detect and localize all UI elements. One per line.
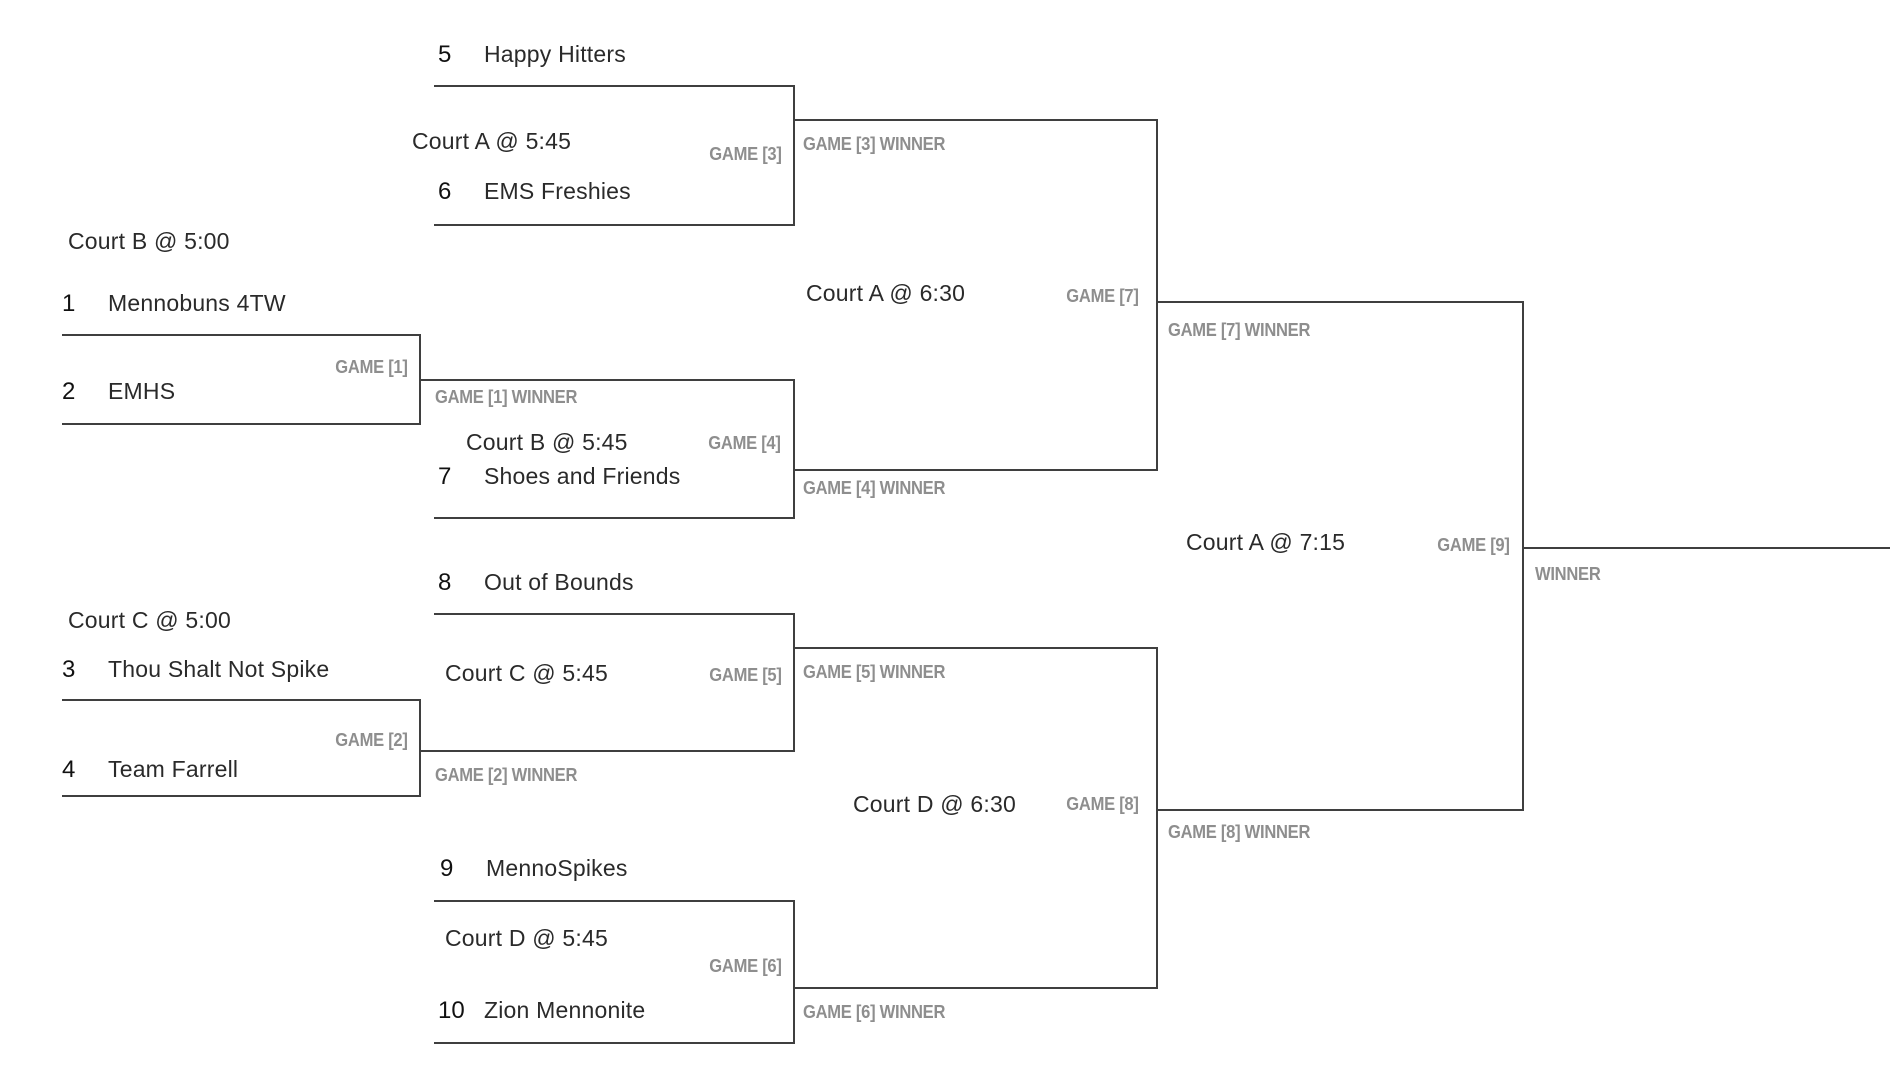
game-label-2: GAME [2] <box>335 730 409 750</box>
seed-number: 6 <box>438 178 452 205</box>
court-label-game-5: Court C @ 5:45 <box>445 660 608 686</box>
winner-label-game-5: GAME [5] WINNER <box>803 662 946 682</box>
game-2-connector <box>419 699 421 797</box>
game-7-winner-line <box>1156 301 1524 303</box>
game-6-top-line <box>434 900 795 902</box>
team-entry-2: 2 EMHS <box>62 380 175 404</box>
game-3-bottom-line <box>434 224 795 226</box>
game-6-winner-line <box>793 987 1158 989</box>
game-label-1: GAME [1] <box>335 357 409 377</box>
game-8-connector <box>1156 647 1158 989</box>
team-name: Zion Mennonite <box>484 997 646 1023</box>
team-entry-6: 6 EMS Freshies <box>438 180 631 204</box>
game-8-winner-line <box>1156 809 1524 811</box>
game-1-bottom-line <box>62 423 421 425</box>
game-4-winner-line <box>793 469 1158 471</box>
winner-label-game-8: GAME [8] WINNER <box>1168 822 1311 842</box>
team-name: Thou Shalt Not Spike <box>108 656 330 682</box>
team-name: Team Farrell <box>108 756 239 782</box>
winner-label-game-3: GAME [3] WINNER <box>803 134 946 154</box>
seed-number: 3 <box>62 656 76 683</box>
team-entry-1: 1 Mennobuns 4TW <box>62 292 286 316</box>
winner-label-game-1: GAME [1] WINNER <box>435 387 578 407</box>
game-2-winner-line <box>419 750 795 752</box>
game-6-connector <box>793 900 795 1044</box>
game-label-8: GAME [8] <box>1066 794 1140 814</box>
team-name: Out of Bounds <box>484 569 634 595</box>
court-label-game-3: Court A @ 5:45 <box>412 128 572 154</box>
champion-line <box>1522 547 1890 549</box>
team-entry-9: 9 MennoSpikes <box>440 857 628 881</box>
seed-number: 7 <box>438 463 452 490</box>
court-label-game-8: Court D @ 6:30 <box>853 791 1016 817</box>
game-3-winner-line <box>793 119 1158 121</box>
seed-number: 2 <box>62 378 76 405</box>
game-1-top-line <box>62 334 421 336</box>
seed-number: 8 <box>438 569 452 596</box>
winner-label-game-7: GAME [7] WINNER <box>1168 320 1311 340</box>
game-label-9: GAME [9] <box>1437 535 1511 555</box>
game-label-5: GAME [5] <box>709 665 783 685</box>
game-4-connector <box>793 379 795 519</box>
game-5-winner-line <box>793 647 1158 649</box>
game-label-4: GAME [4] <box>708 433 782 453</box>
game-3-top-line <box>434 85 795 87</box>
game-2-top-line <box>62 699 421 701</box>
game-label-7: GAME [7] <box>1066 286 1140 306</box>
winner-label-game-2: GAME [2] WINNER <box>435 765 578 785</box>
team-name: EMS Freshies <box>484 178 631 204</box>
team-entry-5: 5 Happy Hitters <box>438 43 626 67</box>
team-name: Mennobuns 4TW <box>108 290 286 316</box>
court-label-game-6: Court D @ 5:45 <box>445 925 608 951</box>
game-2-bottom-line <box>62 795 421 797</box>
team-entry-3: 3 Thou Shalt Not Spike <box>62 658 329 682</box>
seed-number: 5 <box>438 41 452 68</box>
game-6-bottom-line <box>434 1042 795 1044</box>
seed-number: 4 <box>62 756 76 783</box>
court-label-game-4: Court B @ 5:45 <box>466 429 628 455</box>
game-5-connector <box>793 613 795 752</box>
game-label-6: GAME [6] <box>709 956 783 976</box>
team-entry-7: 7 Shoes and Friends <box>438 465 680 489</box>
team-entry-8: 8 Out of Bounds <box>438 571 634 595</box>
seed-number: 9 <box>440 855 454 882</box>
team-name: Happy Hitters <box>484 41 626 67</box>
game-3-connector <box>793 85 795 226</box>
court-label-game-1: Court B @ 5:00 <box>68 228 230 254</box>
team-name: MennoSpikes <box>486 855 628 881</box>
winner-label-game-6: GAME [6] WINNER <box>803 1002 946 1022</box>
game-4-bottom-line <box>434 517 795 519</box>
team-name: Shoes and Friends <box>484 463 681 489</box>
game-7-connector <box>1156 119 1158 471</box>
seed-number: 10 <box>438 997 465 1024</box>
game-5-top-line <box>434 613 795 615</box>
game-label-3: GAME [3] <box>709 144 783 164</box>
team-name: EMHS <box>108 378 176 404</box>
champion-winner-label: WINNER <box>1535 564 1601 584</box>
court-label-game-7: Court A @ 6:30 <box>806 280 966 306</box>
seed-number: 1 <box>62 290 76 317</box>
court-label-game-9: Court A @ 7:15 <box>1186 529 1346 555</box>
winner-label-game-4: GAME [4] WINNER <box>803 478 946 498</box>
team-entry-4: 4 Team Farrell <box>62 758 238 782</box>
game-9-connector <box>1522 301 1524 811</box>
court-label-game-2: Court C @ 5:00 <box>68 607 231 633</box>
team-entry-10: 10 Zion Mennonite <box>438 999 645 1023</box>
game-1-winner-line <box>419 379 795 381</box>
